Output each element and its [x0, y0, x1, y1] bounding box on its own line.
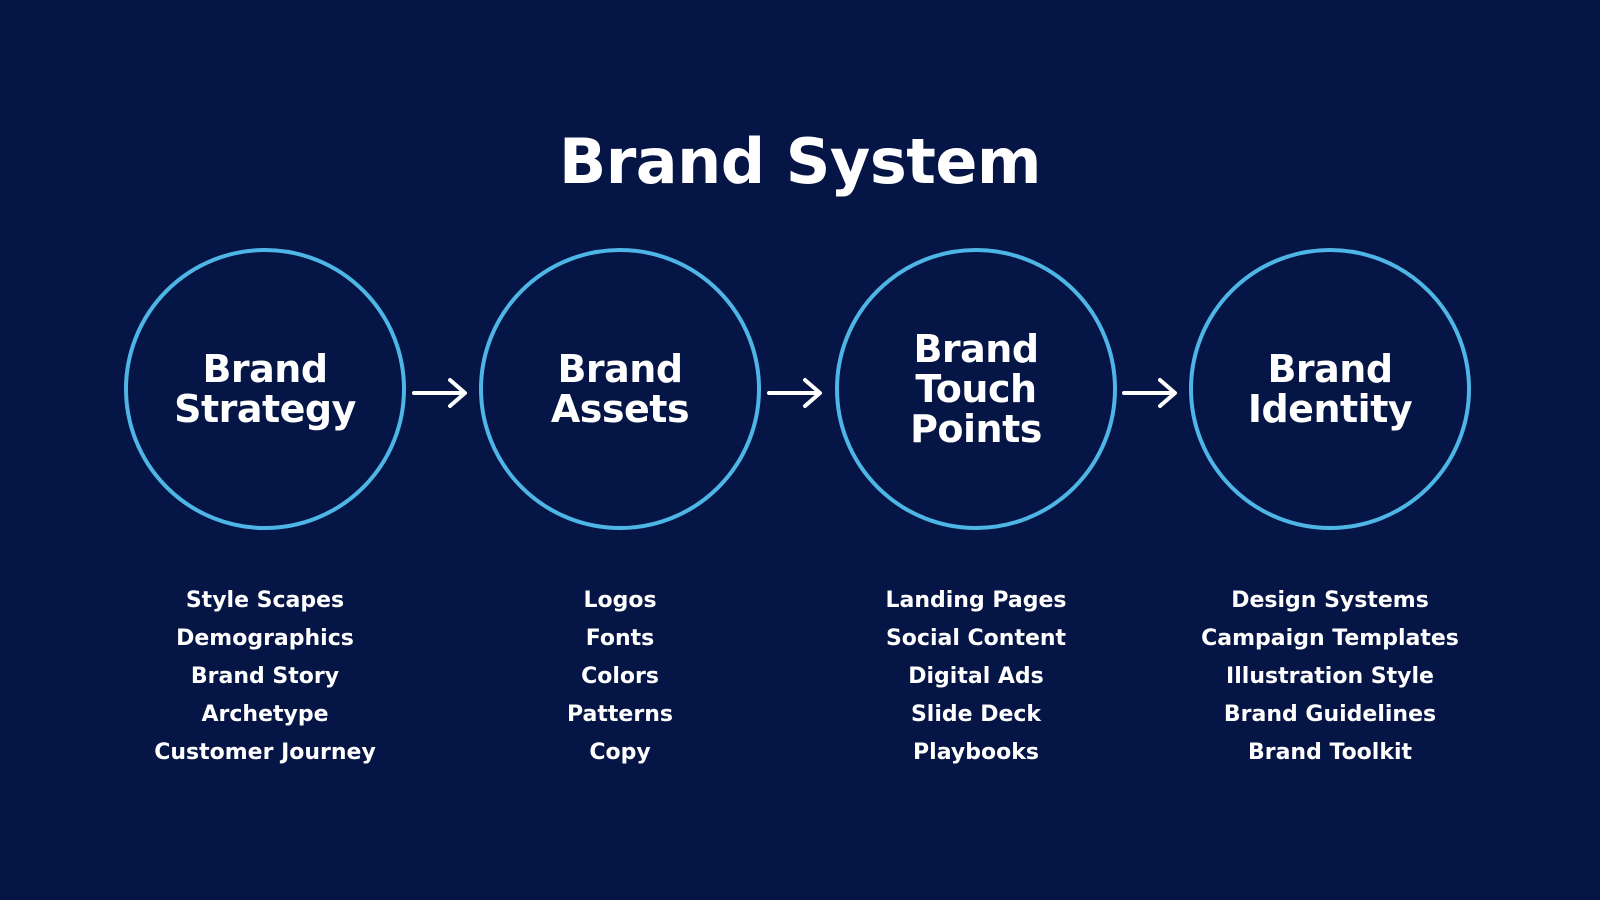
- list-item: Digital Ads: [908, 664, 1044, 689]
- stage-items-brand-strategy: Style Scapes Demographics Brand Story Ar…: [115, 582, 415, 772]
- list-item: Landing Pages: [885, 588, 1067, 613]
- stage-label: Brand Assets: [550, 347, 690, 431]
- stage-label-line: Identity: [1247, 387, 1413, 431]
- list-item: Logos: [583, 588, 657, 613]
- list-item: Copy: [589, 740, 651, 765]
- stage-label-line: Brand: [913, 327, 1039, 371]
- list-item: Brand Story: [190, 664, 340, 689]
- stage-items-brand-touch-points: Landing Pages Social Content Digital Ads…: [826, 582, 1126, 772]
- list-item: Demographics: [176, 626, 354, 651]
- list-item: Design Systems: [1231, 588, 1429, 613]
- stage-label-line: Touch: [915, 367, 1037, 411]
- list-item: Social Content: [885, 626, 1067, 651]
- arrow-right-icon: [412, 378, 467, 408]
- stage-label: Brand Strategy: [174, 349, 356, 429]
- list-item: Illustration Style: [1226, 664, 1434, 689]
- stage-circle-brand-strategy: Brand Strategy: [124, 248, 406, 530]
- stage-label-line: Brand: [202, 347, 328, 391]
- list-item: Customer Journey: [154, 740, 376, 765]
- list-item: Campaign Templates: [1201, 626, 1459, 651]
- list-item: Brand Guidelines: [1223, 702, 1437, 727]
- stage-label-line: Assets: [550, 387, 690, 431]
- list-item: Playbooks: [913, 740, 1039, 765]
- stage-label-line: Strategy: [174, 387, 356, 431]
- stage-label: Brand Touch Points: [910, 329, 1042, 449]
- list-item: Archetype: [201, 702, 329, 727]
- list-item: Patterns: [567, 702, 673, 727]
- stage-label: Brand Identity: [1247, 347, 1413, 431]
- stage-circle-brand-identity: Brand Identity: [1189, 248, 1471, 530]
- list-item: Fonts: [585, 626, 655, 651]
- list-item: Brand Toolkit: [1247, 740, 1413, 765]
- stage-items-brand-assets: Logos Fonts Colors Patterns Copy: [470, 582, 770, 772]
- page-title: Brand System: [558, 125, 1042, 198]
- stage-items-brand-identity: Design Systems Campaign Templates Illust…: [1180, 582, 1480, 772]
- arrow-right-icon: [1122, 378, 1177, 408]
- stage-circle-brand-touch-points: Brand Touch Points: [835, 248, 1117, 530]
- list-item: Slide Deck: [910, 702, 1042, 727]
- stage-label-line: Brand: [1267, 347, 1393, 391]
- stage-circle-brand-assets: Brand Assets: [479, 248, 761, 530]
- list-item: Style Scapes: [185, 588, 345, 613]
- list-item: Colors: [581, 664, 659, 689]
- stage-label-line: Brand: [557, 347, 683, 391]
- stage-label-line: Points: [910, 407, 1042, 451]
- arrow-right-icon: [767, 378, 822, 408]
